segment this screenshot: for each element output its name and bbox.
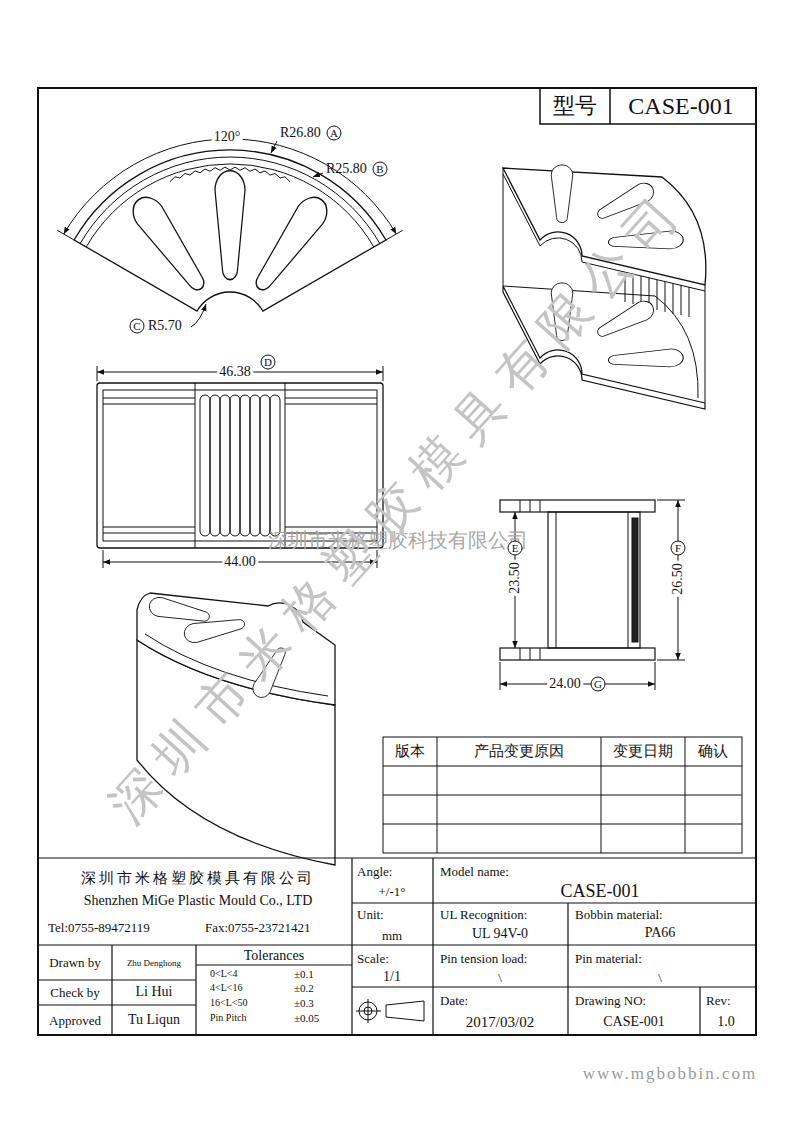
- field-value: PA66: [645, 926, 676, 940]
- callout-text: E: [512, 543, 519, 554]
- table-header: 版本: [395, 744, 425, 759]
- model-heading: 型号: [553, 95, 597, 117]
- field-value: mm: [382, 929, 402, 942]
- company-name: Shenzhen MiGe Plastic Mould Co., LTD: [84, 894, 313, 908]
- contact: Fax:0755-23721421: [205, 921, 310, 934]
- field-label: UL Recognition:: [440, 908, 527, 921]
- angle-dimension: 120°: [212, 129, 243, 145]
- field-value: 2017/03/02: [466, 1015, 534, 1030]
- field-value: UL 94V-0: [472, 927, 528, 941]
- callout-letter: D: [261, 355, 276, 370]
- tolerance-value: ±0.3: [294, 998, 314, 1009]
- radius-dimension: R25.80: [326, 162, 367, 176]
- field-label: Tolerances: [244, 949, 304, 963]
- length-dimension: 44.00: [222, 554, 258, 570]
- length-dimension: 46.38: [217, 364, 253, 380]
- callout-text: A: [330, 128, 338, 139]
- field-label: Approved: [49, 1014, 101, 1027]
- field-value: \: [498, 971, 502, 984]
- tolerance-value: ±0.2: [294, 983, 314, 994]
- field-value: Tu Liqun: [128, 1013, 180, 1027]
- website: www.mgbobbin.com: [583, 1065, 757, 1082]
- table-header: 确认: [698, 744, 728, 759]
- tolerance-range: 0<L<4: [210, 969, 237, 979]
- height-dimension: 23.50: [507, 560, 523, 596]
- tolerance-range: Pin Pitch: [210, 1013, 246, 1023]
- field-label: Drawing NO:: [575, 994, 646, 1007]
- callout-letter: A: [327, 126, 342, 141]
- company-name: 深圳市米格塑胶模具有限公司: [81, 871, 315, 886]
- contact: Tel:0755-89472119: [48, 921, 150, 934]
- field-value: +/-1°: [379, 885, 406, 898]
- field-label: Pin material:: [575, 952, 642, 965]
- field-value: CASE-001: [560, 882, 639, 900]
- watermark: 深圳市米格塑胶模具有限公司: [101, 179, 695, 831]
- field-value: 1.0: [717, 1015, 735, 1029]
- model-number: CASE-001: [628, 94, 733, 118]
- callout-text: F: [675, 543, 681, 554]
- field-value: Li Hui: [136, 985, 173, 999]
- field-label: Model name:: [440, 865, 509, 878]
- callout-letter: C: [130, 319, 145, 334]
- field-label: Unit:: [357, 908, 384, 921]
- radius-dimension: R26.80: [280, 126, 321, 140]
- field-label: Rev:: [706, 994, 731, 1007]
- field-value: Zhu Denghong: [127, 959, 181, 968]
- tolerance-range: 4<L<16: [210, 983, 242, 993]
- table-header: 变更日期: [613, 744, 673, 759]
- field-value: 1/1: [383, 970, 401, 984]
- callout-letter: G: [591, 677, 606, 692]
- callout-letter: B: [373, 162, 388, 177]
- width-dimension: 24.00: [547, 676, 583, 692]
- height-dimension: 26.50: [670, 561, 686, 597]
- tolerance-value: ±0.1: [294, 969, 314, 980]
- callout-text: D: [264, 357, 272, 368]
- field-label: Check by: [50, 986, 99, 999]
- field-label: Angle:: [357, 865, 392, 878]
- field-label: Pin tension load:: [440, 952, 527, 965]
- callout-letter: E: [508, 541, 523, 556]
- field-label: Date:: [440, 994, 468, 1007]
- field-label: Bobbin material:: [575, 908, 663, 921]
- tolerance-range: 16<L<50: [210, 998, 247, 1008]
- field-label: Drawn by: [49, 956, 101, 969]
- table-header: 产品变更原因: [474, 744, 564, 759]
- callout-text: G: [594, 679, 602, 690]
- tolerance-value: ±0.05: [294, 1013, 319, 1024]
- callout-letter: F: [671, 541, 686, 556]
- field-value: \: [658, 971, 662, 984]
- field-label: Scale:: [357, 952, 389, 965]
- callout-text: C: [133, 321, 140, 332]
- radius-dimension: R5.70: [148, 319, 182, 333]
- field-value: CASE-001: [603, 1015, 664, 1029]
- callout-text: B: [376, 164, 383, 175]
